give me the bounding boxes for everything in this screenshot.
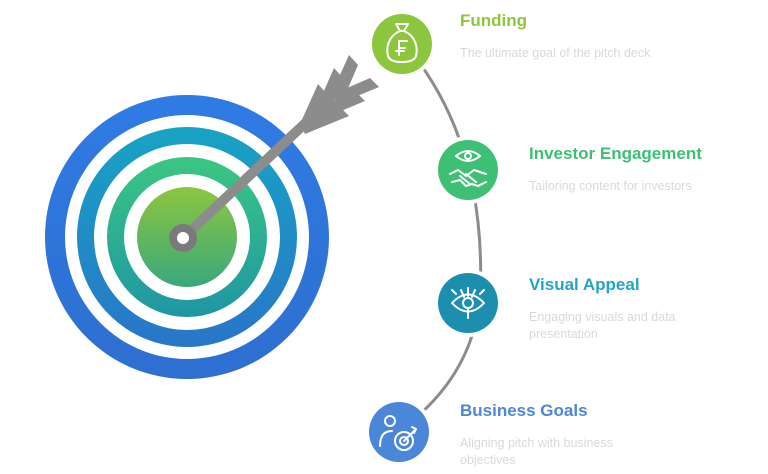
step-goals-node <box>365 398 433 466</box>
step-funding-node <box>368 10 436 78</box>
arrow-feather-4 <box>316 92 365 119</box>
arrow-feather-3 <box>316 68 343 114</box>
step-description-investor-engagement: Tailoring content for investors <box>529 179 692 193</box>
arrow-feather-5 <box>331 55 358 100</box>
eye-handshake-icon <box>449 150 487 187</box>
arrow-feather-2 <box>300 107 349 134</box>
step-goals-badge <box>369 402 429 462</box>
arrow-tip-center <box>177 232 189 244</box>
arrow-feather-6 <box>331 78 379 104</box>
step-title-investor-engagement: Investor Engagement <box>529 144 702 163</box>
eye-focus-icon <box>451 287 485 319</box>
person-target-icon <box>379 415 417 451</box>
step-visual-node <box>434 269 502 337</box>
money-bag-icon <box>386 23 418 63</box>
step-visual-badge <box>438 273 498 333</box>
step-title-business-goals: Business Goals <box>460 401 588 420</box>
connector-arc <box>398 40 483 432</box>
step-description-funding: The ultimate goal of the pitch deck <box>460 46 651 60</box>
step-funding-badge <box>372 14 432 74</box>
step-title-funding: Funding <box>460 11 528 30</box>
step-investor-node <box>434 136 502 204</box>
step-investor-badge <box>438 140 498 200</box>
step-description-visual-appeal: Engaging visuals and data presentation <box>529 310 676 341</box>
arrow <box>169 55 379 252</box>
step-title-visual-appeal: Visual Appeal <box>529 275 640 294</box>
step-description-business-goals: Aligning pitch with business objectives <box>460 436 613 467</box>
arrow-feather-1 <box>300 84 327 130</box>
